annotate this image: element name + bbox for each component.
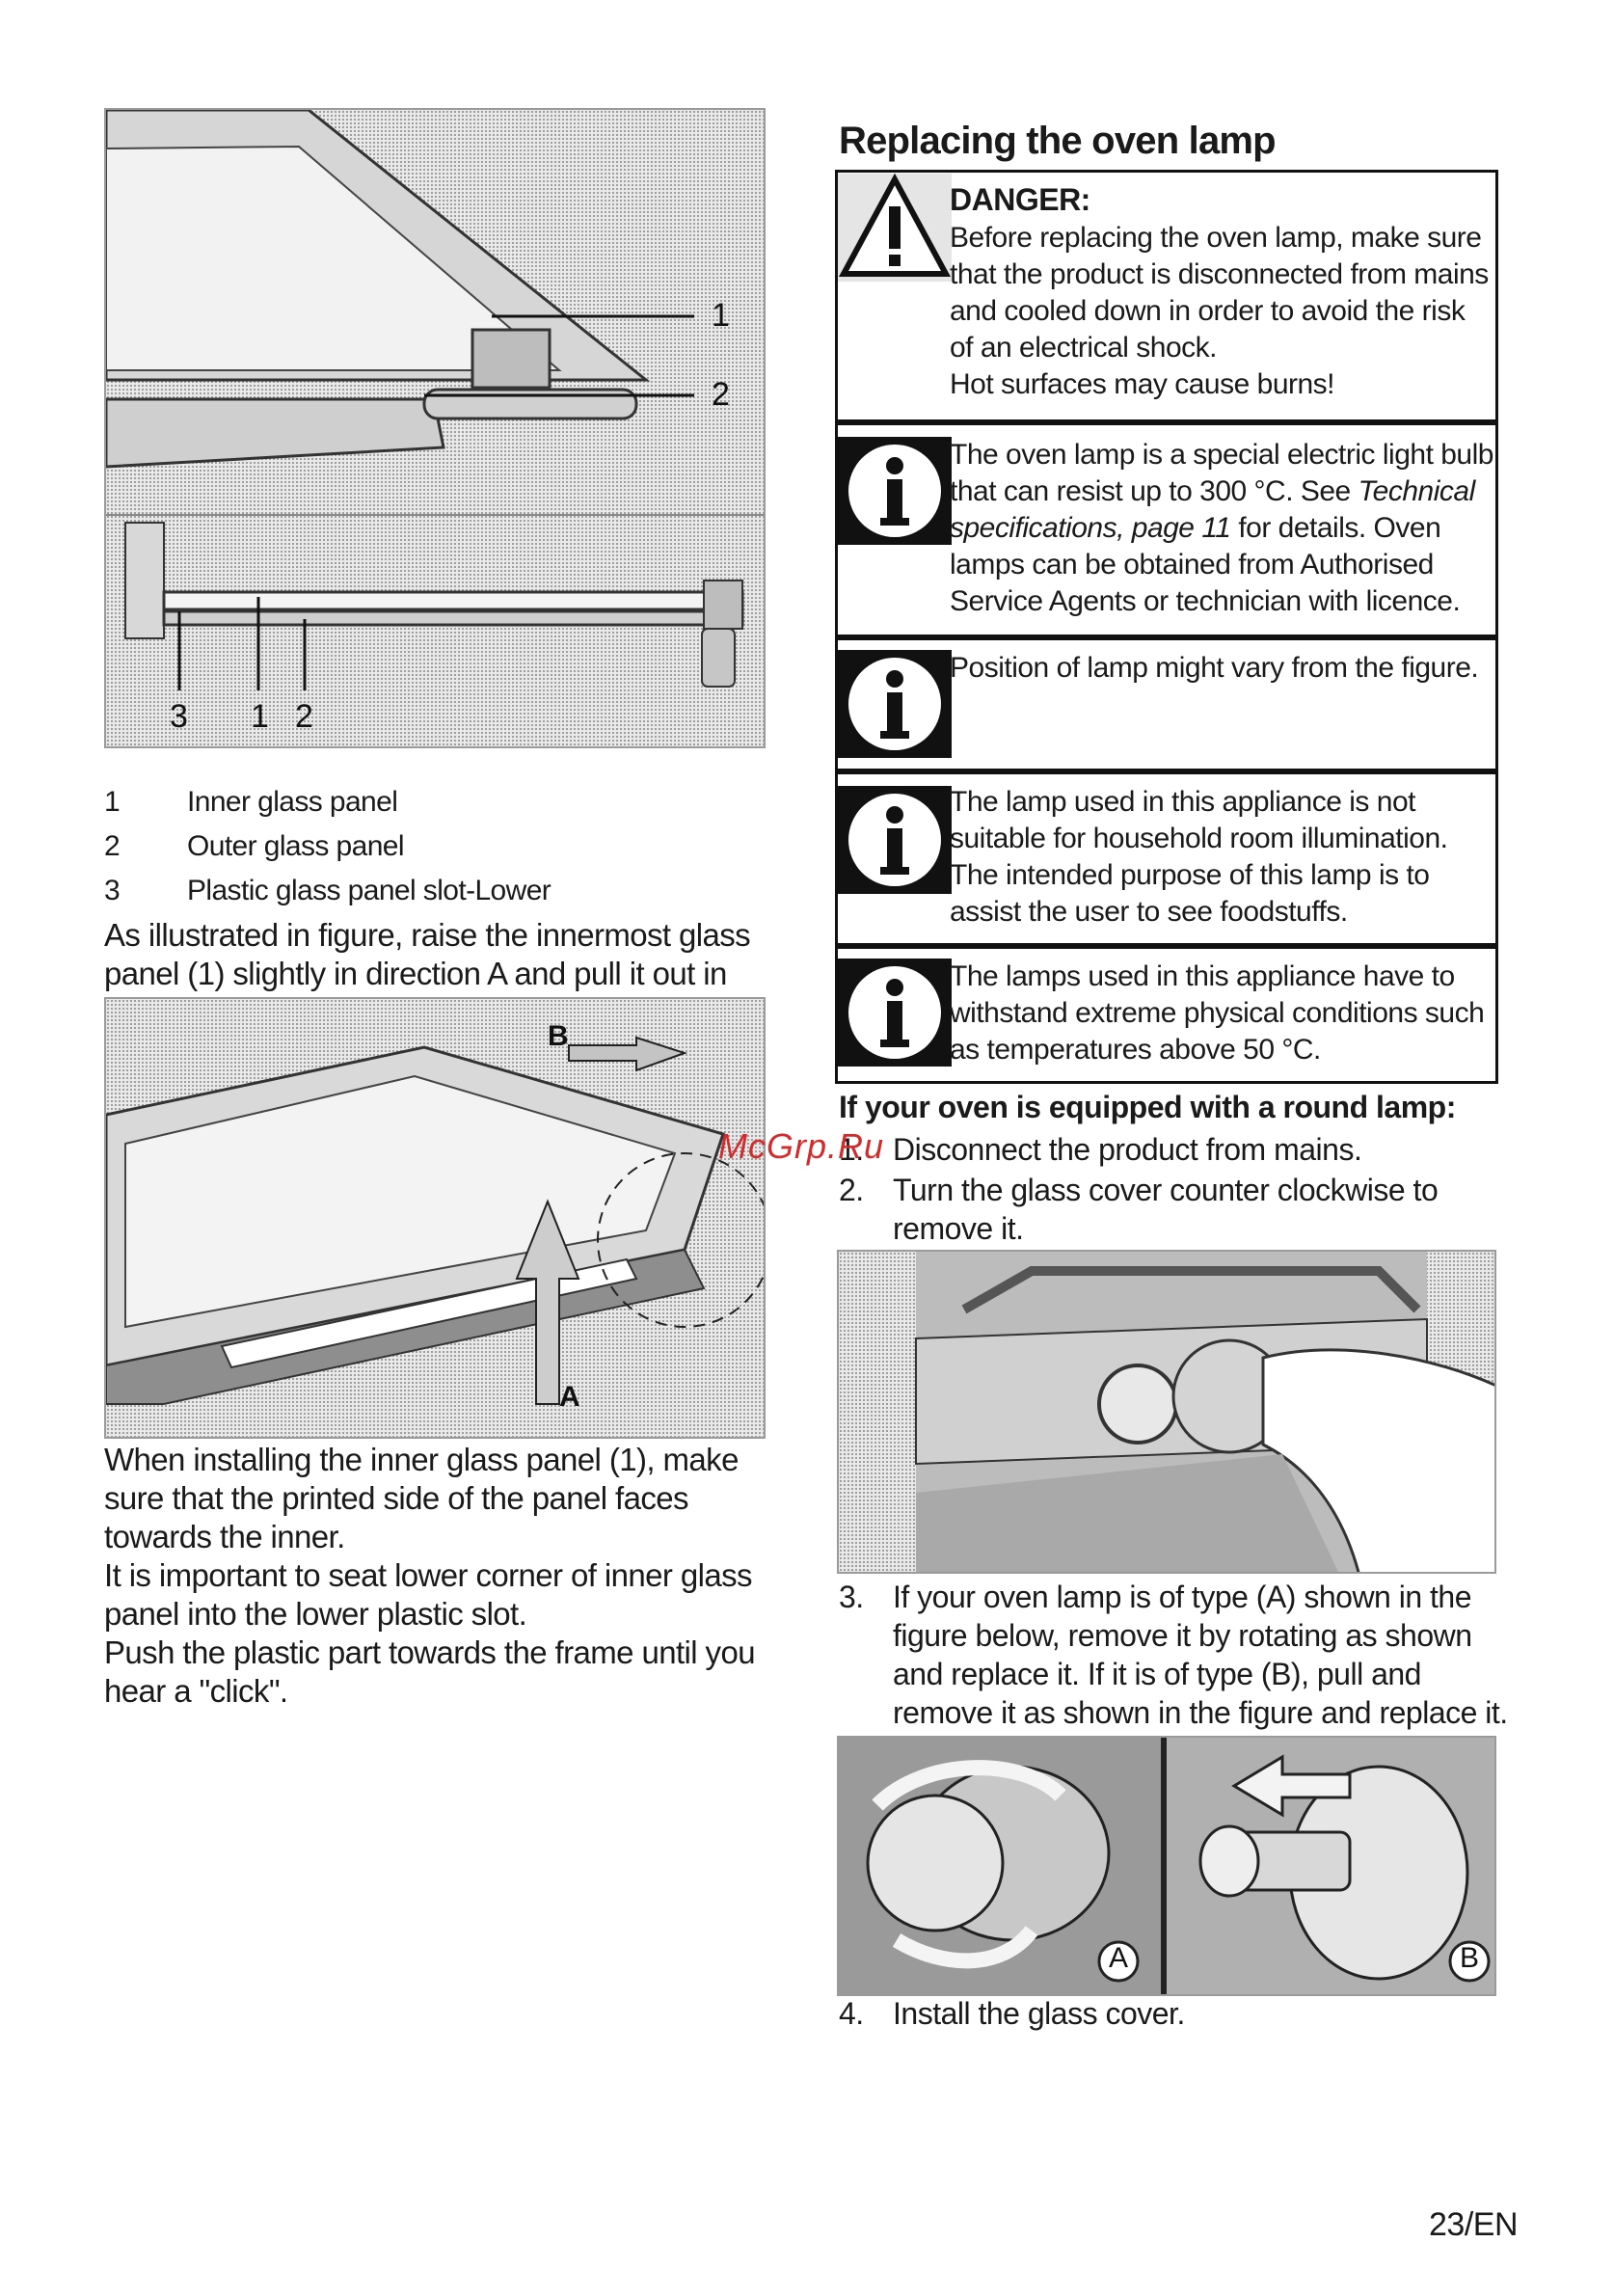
figure-turn-glass-cover-drawing [915,1252,1494,1572]
info-note-3-text: The lamp used in this appliance is not s… [950,786,1448,928]
instruction-remove-panel: As illustrated in figure, raise the inne… [104,917,751,1030]
danger-text-2: Hot surfaces may cause burns! [950,368,1335,400]
info-icon [838,437,952,545]
figure-turn-glass-cover [837,1250,1496,1574]
callout-2-top: 2 [712,376,730,413]
callout-1-top: 1 [712,297,730,334]
direction-label-a: A [559,1381,580,1413]
danger-heading: DANGER: [950,182,1090,217]
notice-divider [835,637,1498,640]
info-icon [838,786,952,894]
round-lamp-heading: If your oven is equipped with a round la… [839,1090,1456,1124]
notice-divider [835,946,1498,949]
install-note-2: It is important to seat lower corner of … [104,1557,752,1632]
notice-table-top-border [835,170,1498,173]
notice-divider [835,771,1498,774]
info-note-1-text: The oven lamp is a special electric ligh… [950,439,1493,617]
danger-notice: DANGER: Before replacing the oven lamp, … [835,170,1498,422]
figure-glass-panels-drawing [106,110,764,690]
direction-label-b: B [548,1020,569,1052]
callout-1-bottom: 1 [251,698,269,735]
figure-panel-removal-drawing [106,1036,764,1405]
danger-body: DANGER: Before replacing the oven lamp, … [950,181,1493,403]
lamp-type-label-b: B [1460,1942,1480,1974]
warning-triangle-icon [838,173,952,282]
info-note-4-text: The lamps used in this appliance have to… [950,960,1485,1066]
figure-lamp-types: A B [837,1736,1496,1996]
figure-lamp-types-drawing [839,1738,1494,1994]
instruction-install-panel: When installing the inner glass panel (1… [104,1441,789,1711]
info-note-2-text: Position of lamp might vary from the fig… [950,652,1479,684]
figure-glass-panels: 1 2 3 1 2 [104,108,766,748]
info-icon [838,650,952,758]
info-note-lamp-conditions: The lamps used in this appliance have to… [835,949,1498,1084]
notice-divider [835,422,1498,425]
info-icon [838,959,952,1067]
section-title: Replacing the oven lamp [839,120,1277,162]
lamp-type-label-a: A [1109,1942,1129,1974]
info-note-lamp-position: Position of lamp might vary from the fig… [835,640,1498,771]
spec-page-reference: Technical specifications, page 11 [950,475,1475,544]
callout-3-bottom: 3 [170,698,188,735]
info-note-lamp-purpose: The lamp used in this appliance is not s… [835,774,1498,946]
callout-2-bottom: 2 [295,698,313,735]
info-note-lamp-spec: The oven lamp is a special electric ligh… [835,425,1498,637]
page-number: 23/EN [1429,2206,1519,2243]
watermark: McGrp.Ru [718,1126,885,1166]
install-note-1: When installing the inner glass panel (1… [104,1442,739,1554]
danger-text-1: Before replacing the oven lamp, make sur… [950,222,1489,364]
figure-panel-removal: B A [104,997,766,1439]
install-note-3: Push the plastic part towards the frame … [104,1634,756,1709]
